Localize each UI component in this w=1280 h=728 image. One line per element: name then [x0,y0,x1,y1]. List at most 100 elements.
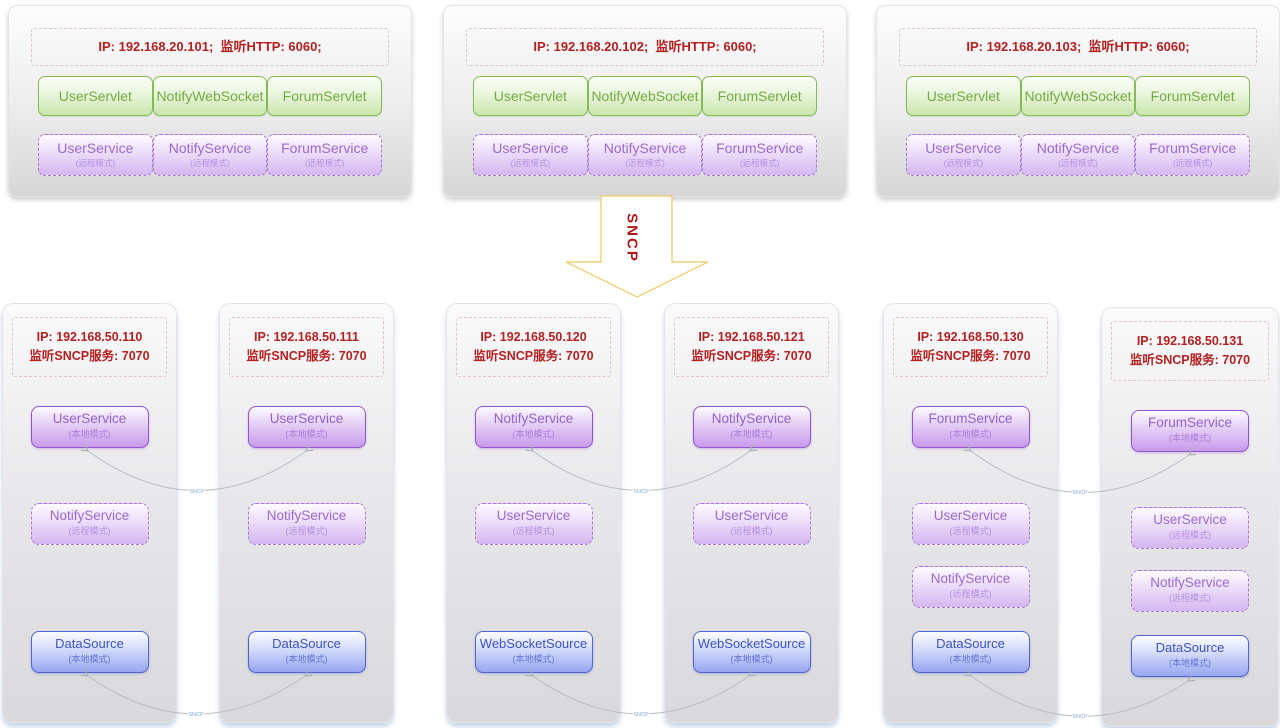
remote-service-row: UserService (远程模式) NotifyService (远程模式) Foru… [444,134,846,176]
remote-service-box: NotifyService (远程模式) [911,566,1030,608]
service-mode-label: (远程模式) [949,589,992,599]
service-mode-label: (本地模式) [512,429,555,439]
source-service-box: DataSource(本地模式) [1131,635,1249,677]
ip-line: IP: 192.168.50.131 [1136,333,1244,348]
servlet-box: ForumServlet [702,76,818,116]
remote-service-box: UserService (远程模式) [911,503,1030,545]
service-name: UserService [492,140,569,156]
service-mode-label: (本地模式) [1169,433,1211,443]
service-mode-label: (本地模式) [730,429,773,439]
service-name: NotifyService [603,140,687,156]
service-name: UserService [714,508,789,523]
listen-port-line: 监听SNCP服务: 7070 [691,349,812,363]
servlet-box: UserServlet [38,76,153,116]
service-name: NotifyService [1036,140,1120,156]
servlet-box: UserServlet [473,76,588,116]
service-name: DataSource [55,636,124,651]
service-mode-label: (远程模式) [1169,593,1211,603]
source-service-box: WebSocketSource (本地模式) [474,631,593,673]
source-service-box: WebSocketSource (本地模式) [692,631,811,673]
service-name: WebSocketSource [479,636,588,651]
service-mode-label: (远程模式) [285,526,328,536]
remote-service-box: UserService (远程模式) [906,134,1021,176]
service-mode-label: (远程模式) [510,158,551,168]
local-service-box: NotifyService (本地模式) [474,406,593,448]
servlet-box: NotifyWebSocket [1020,76,1136,116]
service-mode-label: (远程模式) [68,526,111,536]
service-name: NotifyService [1150,575,1230,590]
connector-label: SNCP [633,489,649,495]
service-mode-label: (远程模式) [943,158,984,168]
service-mode-label: (本地模式) [512,654,555,664]
remote-service-box: NotifyService (远程模式) [247,503,366,545]
listen-port-line: 监听SNCP服务: 7070 [29,349,150,363]
remote-service-box: ForumService(远程模式) [1135,134,1251,176]
service-name: ForumService [716,140,804,156]
ip-line: IP: 192.168.50.121 [698,329,805,344]
listen-port-line: 监听SNCP服务: 7070 [246,349,367,363]
service-name: UserService [925,140,1002,156]
service-mode-label: (远程模式) [190,158,230,168]
remote-service-box: UserService(远程模式) [1131,507,1249,549]
remote-service-box: UserService(远程模式) [38,134,153,176]
remote-service-row: UserService(远程模式)NotifyService(远程模式)Foru… [9,134,411,176]
service-mode-label: (本地模式) [949,654,992,664]
service-mode-label: (本地模式) [1169,658,1211,668]
service-name: UserService [1153,512,1227,527]
ip-line: IP: 192.168.50.130 [917,329,1024,344]
servlet-box: ForumServlet [1135,76,1251,116]
local-service-box: ForumService(本地模式) [911,406,1030,448]
service-mode-label: (远程模式) [730,526,773,536]
ip-address-label: IP: 192.168.20.102; 监听HTTP: 6060; [466,28,824,66]
source-service-box: DataSource (本地模式) [30,631,149,673]
servlet-box: NotifyWebSocket [152,76,268,116]
ip-address-label: IP: 192.168.50.131 监听SNCP服务: 7070 [1111,321,1269,381]
service-mode-label: (本地模式) [730,654,773,664]
service-mode-label: (本地模式) [68,654,111,664]
ip-address-label: IP: 192.168.50.121 监听SNCP服务: 7070 [674,317,829,377]
source-service-box: DataSource(本地模式) [911,631,1030,673]
servlet-box: NotifyWebSocket [587,76,703,116]
service-mode-label: (远程模式) [1172,158,1213,168]
remote-service-box: UserService (远程模式) [473,134,588,176]
ip-line: IP: 192.168.50.120 [480,329,587,344]
connector-label: SNCP [188,712,204,718]
service-name: UserService [52,411,127,426]
listen-port-line: 监听SNCP服务: 7070 [910,349,1031,363]
service-mode-label: (远程模式) [949,526,992,536]
listen-port-line: 监听SNCP服务: 7070 [1129,353,1251,367]
connector-label: SNCP [189,489,205,495]
ip-address-label: IP: 192.168.20.101; 监听HTTP: 6060; [31,28,389,66]
service-name: NotifyService [266,508,347,523]
ip-address-label: IP: 192.168.50.130 监听SNCP服务: 7070 [893,317,1048,377]
service-name: ForumService [928,411,1013,426]
connector-label: SNCP [1072,714,1088,720]
remote-service-row: UserService(远程模式)NotifyService(远程模式)Foru… [877,134,1279,176]
servlet-box: ForumServlet [267,76,383,116]
service-name: NotifyService [493,411,574,426]
service-name: UserService [933,508,1008,523]
service-mode-label: (远程模式) [1058,158,1098,168]
http-server-card: IP: 192.168.20.101; 监听HTTP: 6060; UserSer… [8,5,412,197]
source-service-box: DataSource(本地模式) [247,631,366,673]
sncp-arrow-label: SNCP [624,213,641,263]
service-name: NotifyService [711,411,792,426]
service-name: WebSocketSource [697,636,806,651]
local-service-box: UserService(本地模式) [30,406,149,448]
remote-service-box: ForumService(远程模式) [702,134,818,176]
connector-label: SNCP [633,712,649,718]
service-name: NotifyService [930,571,1011,586]
remote-service-box: NotifyService(远程模式) [152,134,268,176]
service-name: ForumService [1147,415,1233,430]
servlet-box: UserServlet [906,76,1021,116]
remote-service-box: NotifyService(远程模式) [30,503,149,545]
